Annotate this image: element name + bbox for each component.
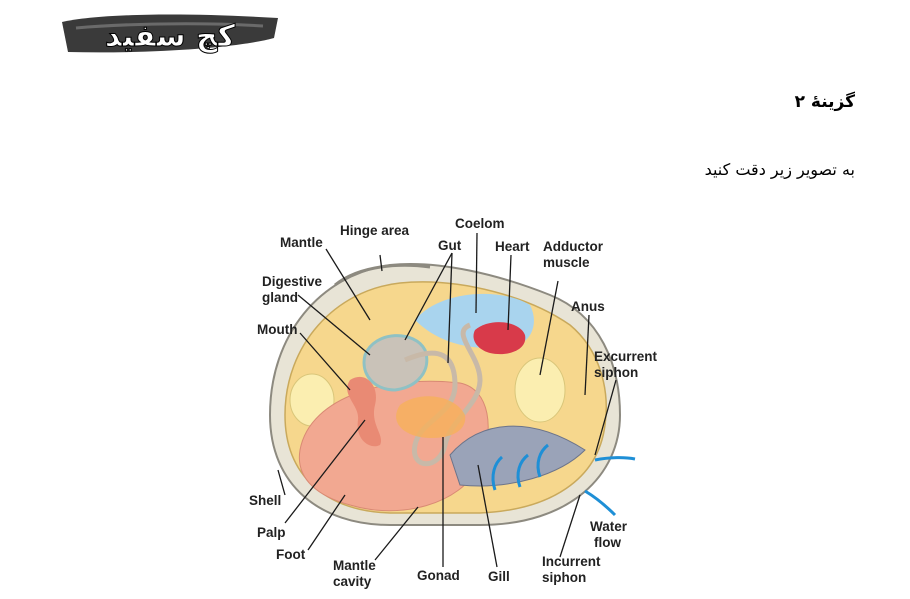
- label-gill: Gill: [488, 569, 510, 584]
- label-incurrent-line2: siphon: [542, 570, 586, 585]
- posterior-adductor: [514, 357, 566, 423]
- digestive-gland-organ: [362, 334, 429, 392]
- hinge: [334, 263, 431, 287]
- label-heart: Heart: [495, 239, 530, 254]
- label-mantle: Mantle: [280, 235, 323, 250]
- leader-lines: [277, 232, 617, 568]
- label-adductor-line2: muscle: [543, 255, 590, 270]
- label-water-line1: Water: [590, 519, 628, 534]
- water-flow-arrows: [491, 443, 636, 517]
- label-adductor-line1: Adductor: [543, 239, 604, 254]
- answer-label: گزینهٔ ۲: [794, 92, 855, 112]
- palp-organ: [347, 376, 382, 447]
- label-mantle-cavity-line1: Mantle: [333, 558, 376, 573]
- label-incurrent-line1: Incurrent: [542, 554, 601, 569]
- label-palp: Palp: [257, 525, 286, 540]
- brand-logo: کچ سفید: [58, 8, 282, 60]
- label-foot: Foot: [276, 547, 306, 562]
- clam-anatomy-diagram: Hinge area Mantle Coelom Gut Heart Adduc…: [249, 216, 658, 589]
- gill-organ: [449, 425, 586, 487]
- label-coelom: Coelom: [455, 216, 505, 231]
- logo-text: کچ سفید: [105, 19, 236, 54]
- label-gonad: Gonad: [417, 568, 460, 583]
- label-excurrent-line2: siphon: [594, 365, 638, 380]
- label-mantle-cavity-line2: cavity: [333, 574, 372, 589]
- instruction-text: به تصویر زیر دقت کنید: [704, 160, 855, 179]
- label-water-line2: flow: [594, 535, 621, 550]
- gonad-organ: [396, 396, 466, 439]
- label-digestive-line2: gland: [262, 290, 298, 305]
- label-excurrent-line1: Excurrent: [594, 349, 658, 364]
- label-anus: Anus: [571, 299, 605, 314]
- label-gut: Gut: [438, 238, 462, 253]
- label-hinge-area: Hinge area: [340, 223, 410, 238]
- heart-organ: [473, 322, 526, 355]
- gut-tube: [404, 322, 483, 467]
- label-mouth: Mouth: [257, 322, 297, 337]
- label-shell: Shell: [249, 493, 281, 508]
- label-digestive-line1: Digestive: [262, 274, 323, 289]
